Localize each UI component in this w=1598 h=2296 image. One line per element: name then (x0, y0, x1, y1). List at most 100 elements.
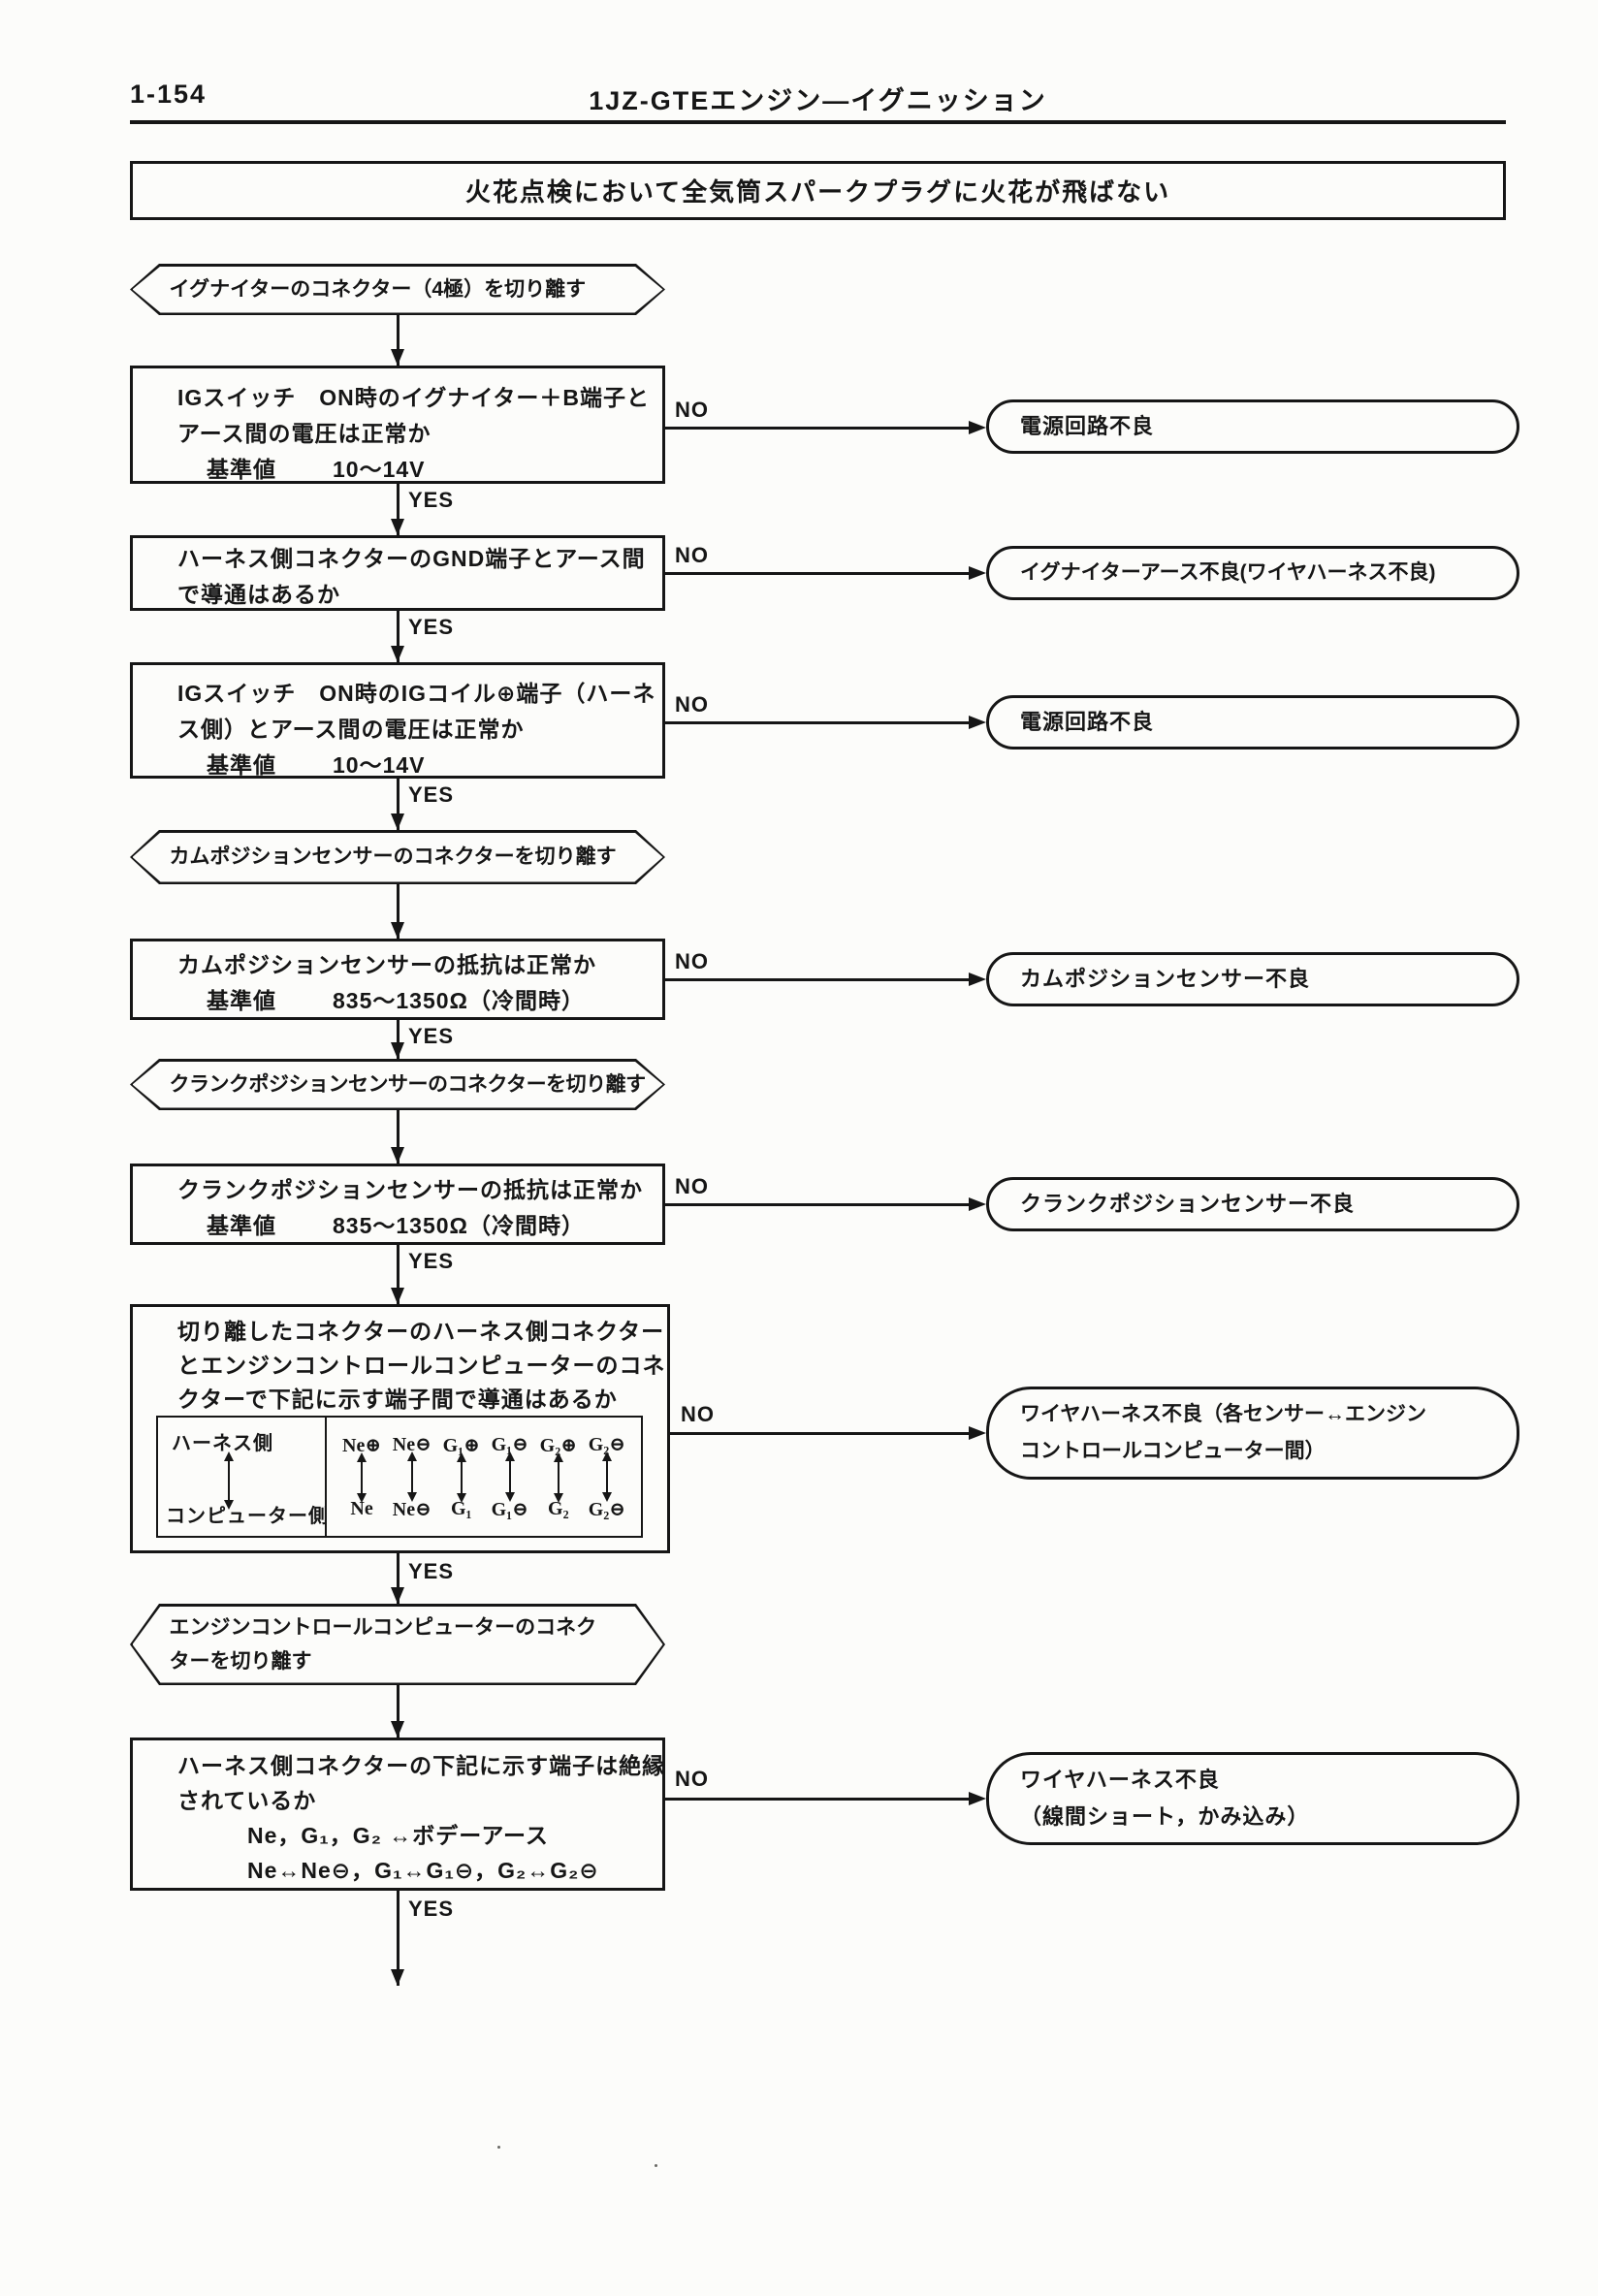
flow-connector (397, 1020, 400, 1059)
result-wire-harness-fault-sensors: ワイヤハーネス不良（各センサー↔エンジン コントロールコンピューター間） (986, 1387, 1519, 1480)
scan-speck (655, 2164, 657, 2167)
arrow-down-icon (391, 1969, 404, 1986)
result-crank-sensor-fault: クランクポジションセンサー不良 (986, 1177, 1519, 1231)
flow-connector-continues (397, 1891, 400, 1986)
question-line: カムポジションセンサーの抵抗は正常か (177, 952, 596, 977)
check-harness-ecu-continuity: 切り離したコネクターのハーネス側コネクター とエンジンコントロールコンピューター… (130, 1304, 670, 1553)
scan-speck (497, 2146, 500, 2149)
terminal-pairs: Ne⊕ Ne Ne⊖ Ne⊖ G₁⊕ G₁ G₁⊖ G₁⊖ G₂⊕ (327, 1418, 641, 1536)
terminal-top: G₂⊖ (588, 1434, 625, 1455)
question-line: クランクポジションセンサーの抵抗は正常か (177, 1177, 643, 1202)
no-label: NO (675, 543, 709, 567)
no-connector (665, 427, 971, 430)
check-ig-coil-voltage: IGスイッチ ON時のIGコイル⊕端子（ハーネ ス側）とアース間の電圧は正常か … (130, 662, 665, 779)
step-text: カムポジションセンサーのコネクターを切り離す (169, 845, 617, 868)
arrow-down-icon (391, 1042, 404, 1059)
arrow-down-icon (391, 1288, 404, 1304)
flow-connector (397, 1110, 400, 1164)
terminal-bottom: G₂ (548, 1498, 569, 1519)
yes-label: YES (408, 782, 455, 807)
question-line: 切り離したコネクターのハーネス側コネクター (177, 1319, 665, 1344)
terminal-bottom: G₁ (450, 1498, 472, 1519)
terminal-pair: G₂⊖ G₂⊖ (589, 1432, 625, 1521)
terminal-top: G₁⊖ (491, 1434, 528, 1455)
flow-connector (397, 1553, 400, 1604)
terminal-pair: G₁⊕ G₁ (443, 1433, 480, 1520)
yes-label: YES (408, 615, 455, 639)
step-text: クランクポジションセンサーのコネクターを切り離す (169, 1072, 646, 1096)
flow-connector (397, 484, 400, 535)
result-cam-sensor-fault: カムポジションセンサー不良 (986, 952, 1519, 1006)
arrow-down-icon (391, 813, 404, 830)
arrow-right-icon (969, 421, 986, 434)
arrow-right-icon (969, 1197, 986, 1211)
computer-side-label: コンピューター側 (166, 1506, 329, 1527)
updown-arrow-icon (456, 1452, 466, 1503)
arrow-down-icon (391, 922, 404, 939)
question-line: IGスイッチ ON時のイグナイター＋B端子と (177, 385, 651, 410)
updown-arrow-icon (406, 1451, 417, 1502)
result-power-circuit-fault: 電源回路不良 (986, 399, 1519, 454)
arrow-down-icon (391, 1587, 404, 1604)
no-label: NO (675, 398, 709, 422)
check-terminal-insulation: ハーネス側コネクターの下記に示す端子は絶縁 されているか Ne，G₁，G₂ ↔ボ… (130, 1738, 665, 1891)
updown-arrow-icon (601, 1451, 612, 1502)
arrow-right-icon (969, 716, 986, 729)
arrow-right-icon (969, 973, 986, 986)
result-power-circuit-fault-2: 電源回路不良 (986, 695, 1519, 749)
no-label: NO (675, 1174, 709, 1198)
terminal-top: Ne⊕ (342, 1435, 382, 1456)
step-disconnect-crank-sensor-connector: クランクポジションセンサーのコネクターを切り離す (130, 1059, 665, 1110)
result-text: 電源回路不良 (1020, 414, 1155, 438)
terminal-pair: G₂⊕ G₂ (540, 1433, 577, 1520)
arrow-down-icon (391, 1147, 404, 1164)
question-line: IGスイッチ ON時のIGコイル⊕端子（ハーネ (177, 681, 656, 706)
flow-connector (397, 1245, 400, 1304)
header-rule (130, 120, 1506, 124)
no-label: NO (675, 949, 709, 973)
yes-label: YES (408, 1249, 455, 1273)
result-text: イグナイターアース不良(ワイヤハーネス不良) (1020, 561, 1436, 584)
updown-arrow-icon (224, 1451, 234, 1510)
terminal-list-line: Ne，G₁，G₂ ↔ボデーアース (247, 1823, 549, 1848)
step-text: ターを切り離す (169, 1650, 312, 1673)
problem-banner: 火花点検において全気筒スパークプラグに火花が飛ばない (130, 161, 1506, 220)
question-line: アース間の電圧は正常か (177, 421, 431, 446)
spec-value: 835〜1350Ω（冷間時） (333, 1213, 585, 1238)
arrow-right-icon (969, 566, 986, 580)
spec-label: 基準値 (207, 1213, 276, 1238)
step-disconnect-igniter-connector: イグナイターのコネクター（4極）を切り離す (130, 264, 665, 315)
yes-label: YES (408, 1897, 455, 1921)
result-text: コントロールコンピューター間） (1020, 1440, 1326, 1462)
arrow-down-icon (391, 1721, 404, 1738)
yes-label: YES (408, 1024, 455, 1048)
terminal-top: Ne⊖ (392, 1434, 431, 1455)
arrow-right-icon (969, 1426, 986, 1440)
no-connector (670, 1432, 971, 1435)
flow-connector (397, 611, 400, 662)
page-header-title: 1JZ-GTEエンジン―イグニッション (589, 86, 1047, 115)
terminal-bottom: Ne (350, 1498, 373, 1519)
result-text: ワイヤハーネス不良 (1020, 1768, 1220, 1792)
terminal-top: G₁⊕ (442, 1435, 480, 1456)
no-label: NO (675, 692, 709, 717)
spec-value: 835〜1350Ω（冷間時） (333, 988, 585, 1013)
terminal-pair: Ne⊖ Ne⊖ (393, 1432, 431, 1521)
terminal-top: G₂⊕ (539, 1435, 577, 1456)
yes-label: YES (408, 1559, 455, 1583)
result-text: （線間ショート，かみ込み） (1020, 1804, 1310, 1829)
flow-connector (397, 1685, 400, 1738)
no-connector (665, 1798, 971, 1801)
question-line: ス側）とアース間の電圧は正常か (177, 717, 525, 742)
updown-arrow-icon (357, 1452, 368, 1503)
harness-side-label: ハーネス側 (172, 1433, 273, 1454)
result-text: カムポジションセンサー不良 (1020, 967, 1311, 991)
flow-connector (397, 315, 400, 366)
result-text: ワイヤハーネス不良（各センサー↔エンジン (1020, 1403, 1426, 1425)
step-disconnect-ecu-connector: エンジンコントロールコンピューターのコネク ターを切り離す (130, 1604, 665, 1685)
yes-label: YES (408, 488, 455, 512)
spec-label: 基準値 (207, 988, 276, 1013)
spec-value: 10〜14V (333, 752, 426, 778)
question-line: されているか (177, 1788, 317, 1813)
